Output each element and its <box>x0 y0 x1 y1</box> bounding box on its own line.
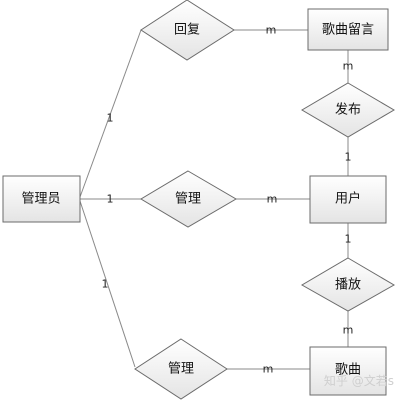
cardinality-admin-manage-user: 1 <box>107 193 114 206</box>
relationship-play: 播放 <box>300 257 396 312</box>
entity-admin-label: 管理员 <box>21 192 60 207</box>
relationship-reply-label: 回复 <box>174 23 200 38</box>
cardinalities: 1 m m 1 1 m 1 m 1 m <box>102 24 354 376</box>
cardinality-manage-user-user: m <box>267 193 278 206</box>
entity-song-box <box>309 346 387 396</box>
relationship-manage-song: 管理 <box>134 338 228 400</box>
entity-user-label: 用户 <box>335 191 361 207</box>
watermark: 知乎 @文若s <box>324 373 394 388</box>
entity-admin: 管理员 <box>2 175 81 223</box>
entity-admin-box <box>2 175 81 223</box>
entity-song-label: 歌曲 <box>335 363 361 378</box>
edge-admin-manage-song <box>79 200 136 368</box>
relationship-manage-user-shape <box>140 170 237 228</box>
entity-comment-label: 歌曲留言 <box>322 23 374 38</box>
entity-comment: 歌曲留言 <box>307 8 389 51</box>
relationship-reply: 回复 <box>140 0 235 61</box>
relationship-manage-user: 管理 <box>140 170 237 228</box>
cardinality-user-play: 1 <box>345 233 352 246</box>
cardinality-admin-manage-song: 1 <box>102 278 109 291</box>
edge-admin-reply <box>79 29 142 198</box>
relationship-manage-song-shape <box>134 338 228 400</box>
relationship-play-shape <box>300 257 396 312</box>
relationship-manage-song-label: 管理 <box>168 362 194 377</box>
cardinality-admin-reply: 1 <box>107 112 114 125</box>
cardinality-publish-user: 1 <box>345 151 352 164</box>
relationship-reply-shape <box>140 0 235 61</box>
cardinality-comment-publish: m <box>343 60 354 73</box>
relationship-publish: 发布 <box>301 82 395 138</box>
relationship-play-label: 播放 <box>335 278 361 293</box>
relationship-publish-shape <box>301 82 395 138</box>
entity-user: 用户 <box>309 175 387 224</box>
entity-user-box <box>309 175 387 224</box>
cardinality-reply-comment: m <box>266 24 277 37</box>
relationship-manage-user-label: 管理 <box>175 192 201 207</box>
cardinality-play-song: m <box>343 324 354 337</box>
edges <box>79 29 349 370</box>
relationship-publish-label: 发布 <box>335 102 361 118</box>
entity-song: 歌曲 <box>309 346 387 396</box>
entity-comment-box <box>307 8 389 51</box>
cardinality-manage-song-song: m <box>263 363 274 376</box>
